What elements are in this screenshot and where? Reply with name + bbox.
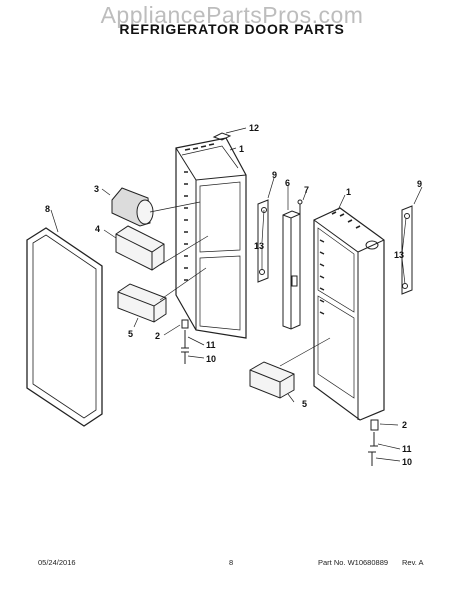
callout-3: 3	[94, 184, 99, 194]
callout-13-left: 13	[254, 241, 264, 251]
left-hinge-hardware	[181, 319, 189, 364]
door-gasket	[26, 227, 103, 427]
top-hinge-cover	[212, 132, 232, 141]
callout-1-left: 1	[239, 144, 244, 154]
callout-10-right: 10	[402, 457, 412, 467]
screw	[297, 199, 303, 218]
callout-2-left: 2	[155, 331, 160, 341]
callout-10-left: 10	[206, 354, 216, 364]
callout-1-right: 1	[346, 187, 351, 197]
callout-13-right: 13	[394, 250, 404, 260]
callout-5-right: 5	[302, 399, 307, 409]
door-shelf-cap	[111, 187, 154, 227]
callout-2-right: 2	[402, 420, 407, 430]
right-hinge-hardware	[368, 419, 379, 466]
footer-date: 05/24/2016	[38, 558, 76, 567]
footer-part-number: Part No. W10680889	[318, 558, 389, 567]
callout-labels: 12 1 3 8 4 9 6 7 1 9 13 13 5 2 11 10 5 2…	[45, 123, 422, 467]
callout-9-right: 9	[417, 179, 422, 189]
door-bin-left	[117, 283, 167, 323]
callout-8: 8	[45, 204, 50, 214]
callout-6: 6	[285, 178, 290, 188]
callout-4: 4	[95, 224, 100, 234]
callout-11-left: 11	[206, 340, 216, 350]
watermark: AppliancePartsPros.com	[100, 2, 364, 28]
callout-9-left: 9	[272, 170, 277, 180]
page-title: REFRIGERATOR DOOR PARTS	[119, 21, 345, 37]
left-door	[175, 137, 247, 339]
footer-page-number: 8	[229, 558, 234, 567]
door-bin-upper	[115, 225, 165, 271]
right-door	[313, 207, 385, 421]
callout-11-right: 11	[402, 444, 412, 454]
leader-lines	[50, 127, 423, 462]
footer-revision: Rev. A	[402, 558, 424, 567]
callout-5-left: 5	[128, 329, 133, 339]
callout-12: 12	[249, 123, 259, 133]
flipper-mullion	[282, 210, 301, 330]
callout-7: 7	[304, 185, 309, 195]
door-bin-right	[249, 361, 295, 399]
